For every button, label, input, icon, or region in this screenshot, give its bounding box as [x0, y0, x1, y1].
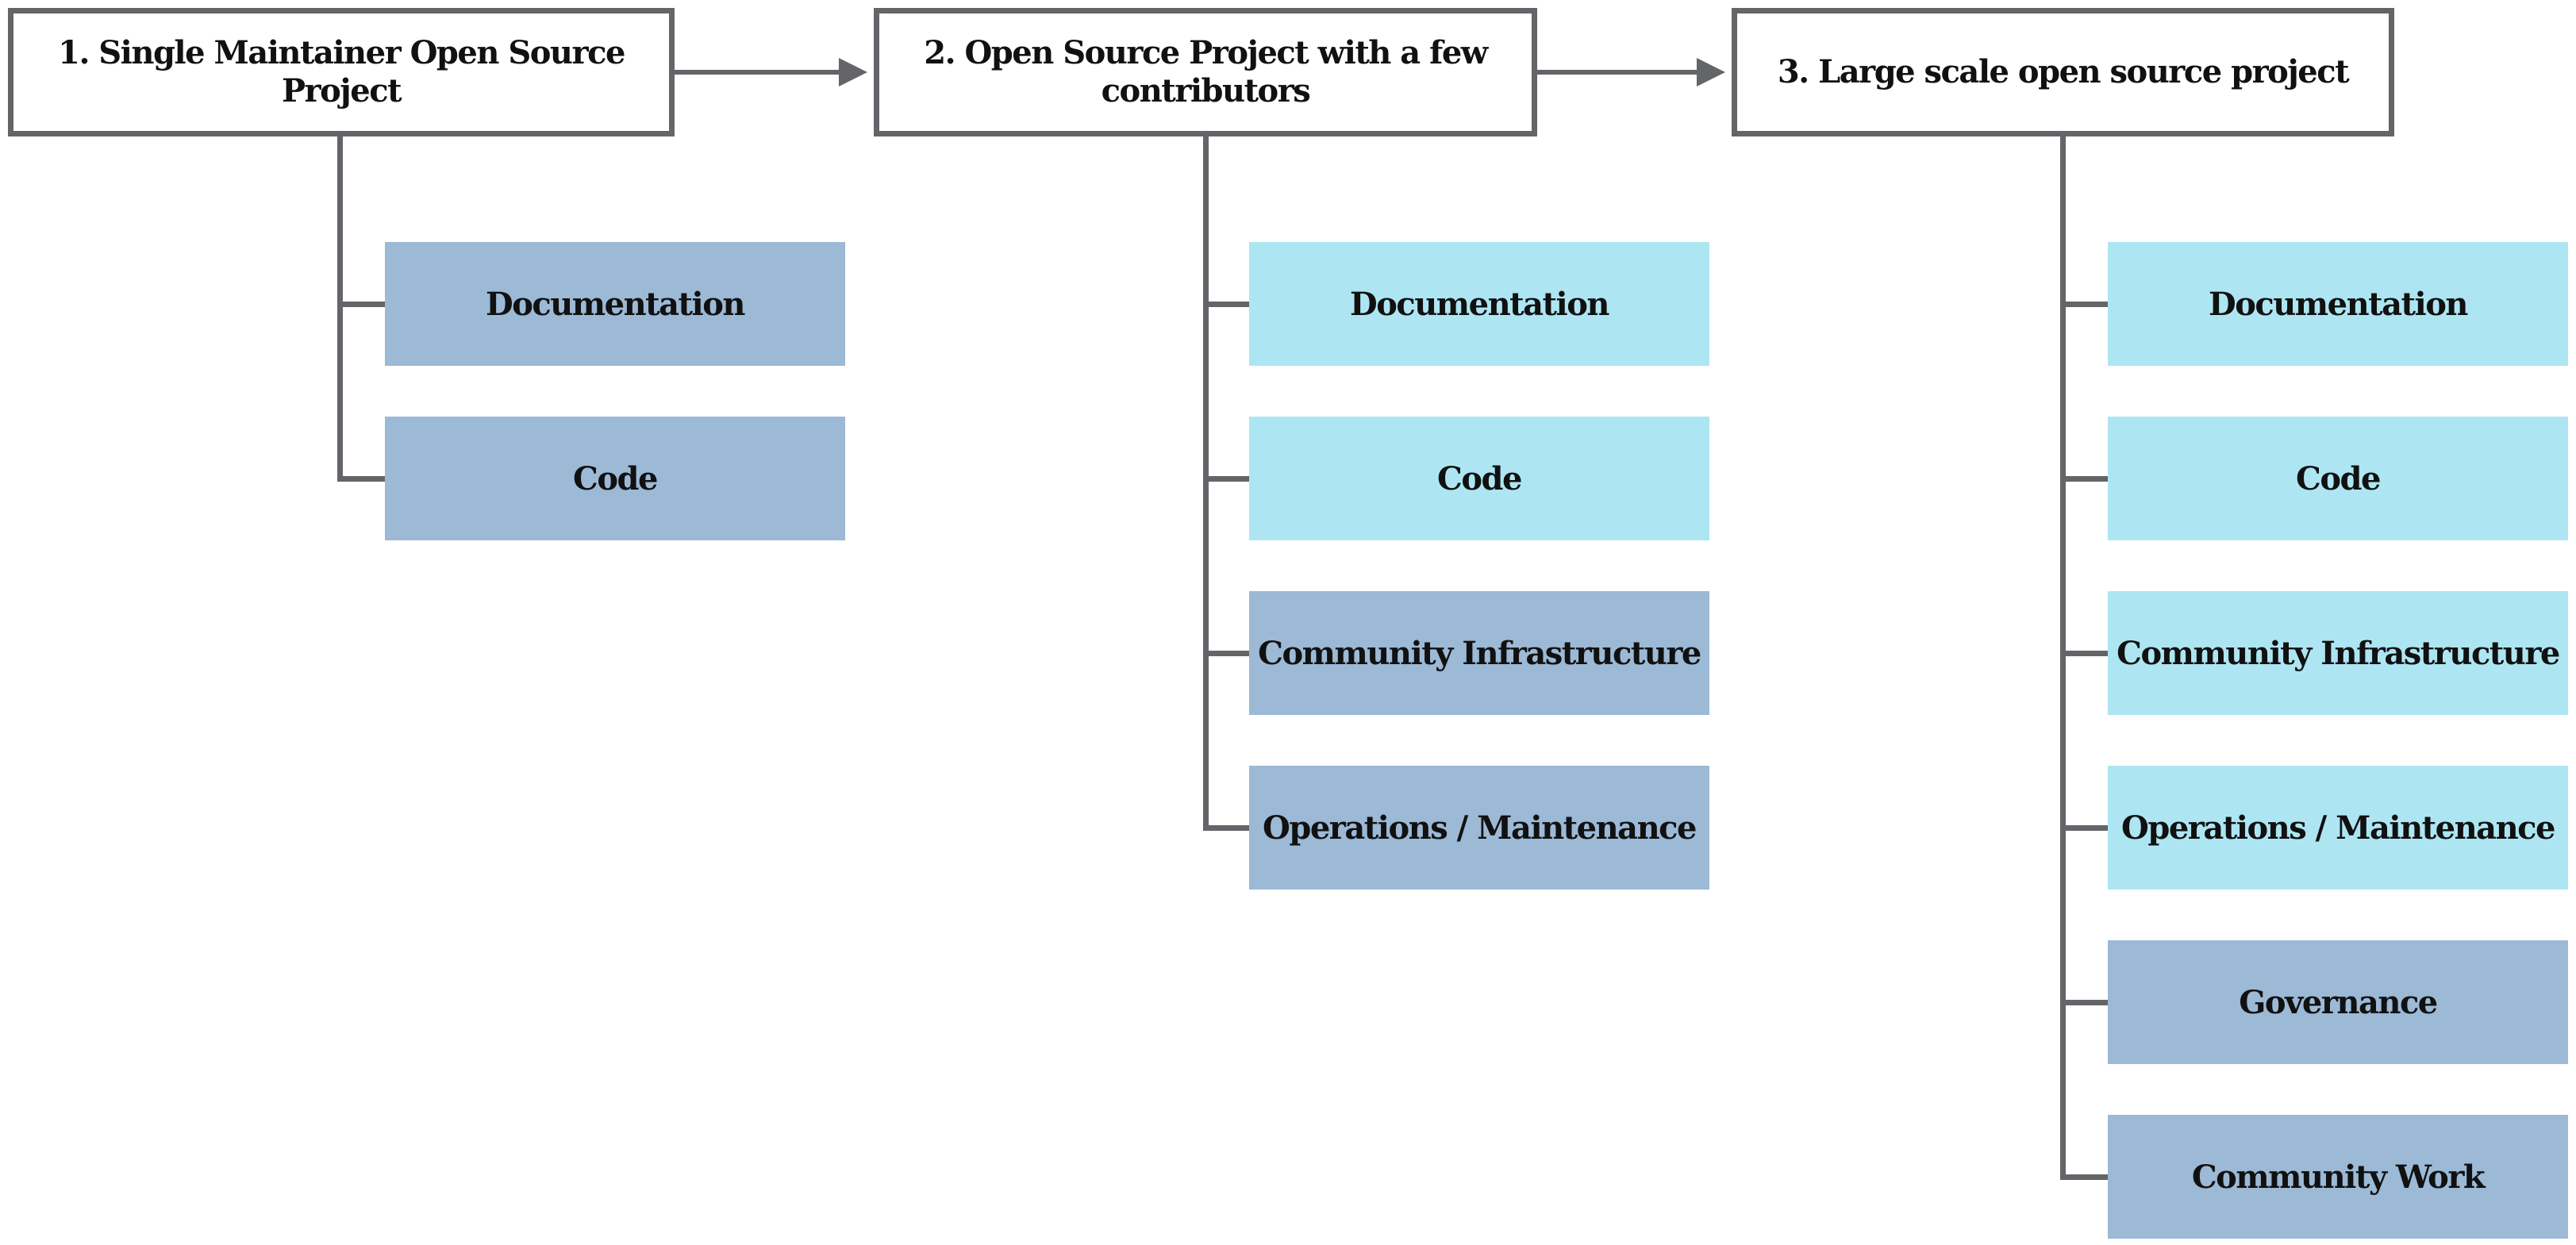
stage-3-branch-line: [2059, 301, 2108, 307]
stage-2-item-documentation: Documentation: [1249, 242, 1709, 366]
stage-2-branch-line: [1202, 650, 1249, 656]
stage-3-item-community-infrastructure: Community Infrastructure: [2108, 591, 2568, 715]
stage-1-branch-line: [336, 301, 385, 307]
stage-box-2: 2. Open Source Project with a few contri…: [874, 8, 1537, 136]
stage-2-title: 2. Open Source Project with a few contri…: [924, 34, 1488, 110]
stage-3-branch-line: [2059, 999, 2108, 1005]
stage-3-item-community-work: Community Work: [2108, 1115, 2568, 1239]
stage-2-item-operations-maintenance: Operations / Maintenance: [1249, 766, 1709, 890]
stage-box-3: 3. Large scale open source project: [1732, 8, 2394, 136]
stage-1-title: 1. Single Maintainer Open Source Project: [58, 34, 625, 110]
stage-3-item-documentation: Documentation: [2108, 242, 2568, 366]
stage-3-branch-line: [2059, 475, 2108, 482]
stage-2-item-community-infrastructure: Community Infrastructure: [1249, 591, 1709, 715]
stage-2-branch-line: [1202, 824, 1249, 831]
stage-1-trunk-line: [336, 136, 343, 482]
stage-3-item-code: Code: [2108, 417, 2568, 540]
stage-3-item-operations-maintenance: Operations / Maintenance: [2108, 766, 2568, 890]
stage-3-branch-line: [2059, 1174, 2108, 1180]
stage-3-branch-line: [2059, 824, 2108, 831]
stage-3-branch-line: [2059, 650, 2108, 656]
stage-2-item-code: Code: [1249, 417, 1709, 540]
stage-2-branch-line: [1202, 301, 1249, 307]
stage-3-trunk-line: [2059, 136, 2066, 1180]
stage-2-branch-line: [1202, 475, 1249, 482]
stage-3-title: 3. Large scale open source project: [1777, 53, 2350, 90]
stage-3-item-governance: Governance: [2108, 940, 2568, 1064]
stage-box-1: 1. Single Maintainer Open Source Project: [8, 8, 675, 136]
stage-2-trunk-line: [1202, 136, 1209, 831]
stage-1-item-code: Code: [385, 417, 845, 540]
stage-1-branch-line: [336, 475, 385, 482]
stage-1-item-documentation: Documentation: [385, 242, 845, 366]
